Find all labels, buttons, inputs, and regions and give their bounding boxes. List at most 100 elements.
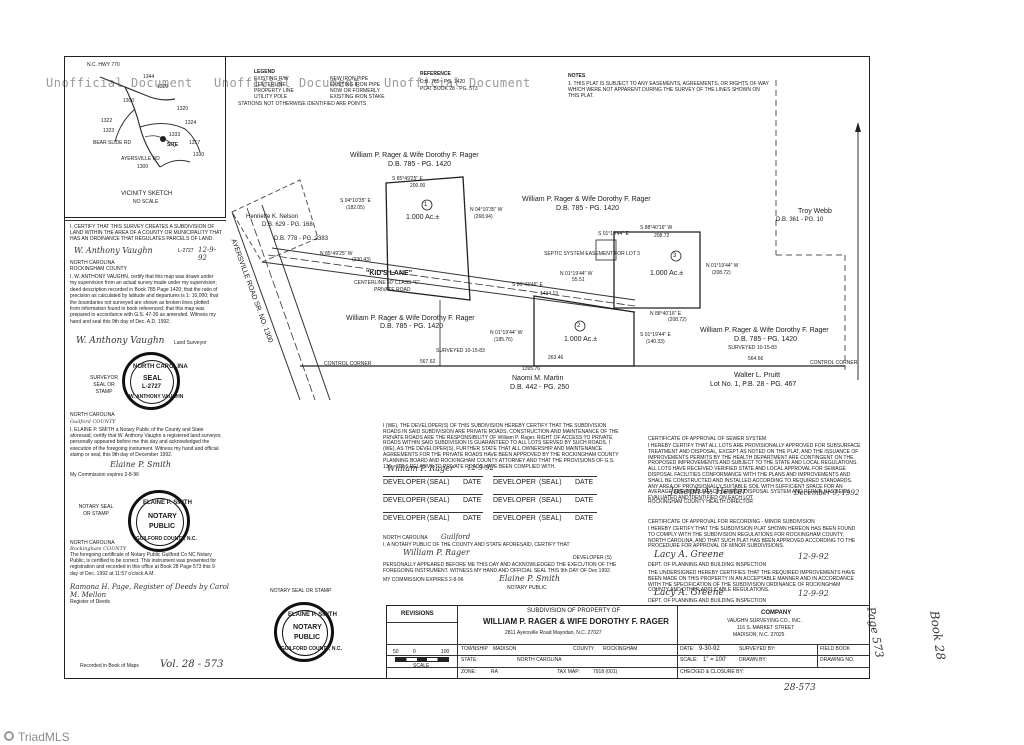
distance: 564.66 <box>748 356 764 362</box>
register-certificate: NORTH CAROLINA Rockingham COUNTY The for… <box>70 540 230 605</box>
seal-text: NOTARY <box>293 624 322 631</box>
logo-icon <box>4 731 14 741</box>
distance: (208.72) <box>712 270 731 276</box>
surveyed-label: SURVEYED BY: <box>739 646 776 652</box>
distance: (230.43) <box>352 257 371 263</box>
legend: LEGEND EXISTING R/W CENTERLINE PROPERTY … <box>238 70 388 110</box>
minor-sig-label: DEPT. OF PLANNING AND BUILDING INSPECTIO… <box>648 562 767 568</box>
distance: 567.62 <box>420 359 436 365</box>
surveyor-seal: NORTH CAROLINA SEAL L-2727 W. ANTHONY VA… <box>122 352 188 410</box>
row-label: (SEAL) <box>539 479 562 486</box>
row-label: DATE <box>575 479 594 486</box>
scale-bar: 50 0 100 SCALE <box>393 650 451 672</box>
minor-date2: 12-9-92 <box>798 589 829 598</box>
watermark: Unofficial Document <box>46 76 193 90</box>
distance: 208.72 <box>654 233 670 239</box>
owner-deed: D.B. 785 - PG. 1420 <box>556 205 620 212</box>
minor-subdivision-certificate: CERTIFICATE OF APPROVAL FOR RECORDING - … <box>648 519 862 604</box>
notary-state: NORTH CAROLINA <box>70 412 115 418</box>
developer-signature-rows: DEVELOPER (SEAL) DATE DEVELOPER (SEAL) D… <box>383 474 621 534</box>
bearing: S 04°10'35" E <box>340 198 371 204</box>
scale-value: 1" = 100' <box>703 657 727 663</box>
sewer-date: December 9, 1992 <box>794 489 860 497</box>
lot-number: 1 <box>424 202 428 208</box>
vicinity-map <box>99 76 201 168</box>
bearing: S 88°40'16" W <box>640 225 673 231</box>
owner-deed: D.B. 785 - PG. 1420 <box>388 161 452 168</box>
row-label: DEVELOPER <box>493 497 536 504</box>
developer-certificate: I (WE), THE DEVELOPER(S) OF THIS SUBDIVI… <box>383 423 621 473</box>
vicinity-label: 1323 <box>103 128 115 134</box>
state-value: NORTH CAROLINA <box>517 657 562 663</box>
notary-commission: My Commission expires 2-8-96 <box>70 472 139 479</box>
owner-label: William P. Rager & Wife Dorothy F. Rager <box>700 327 829 334</box>
bearing: N 01°19'44" W <box>706 263 739 269</box>
vicinity-label: 1324 <box>185 120 197 126</box>
notary2-sig-label: NOTARY PUBLIC <box>507 585 547 591</box>
legend-item: NOW OR FORMERLY <box>330 88 380 94</box>
row-label: DATE <box>463 497 482 504</box>
legend-item: NEW IRON PIPE <box>330 76 369 82</box>
row-label: DEVELOPER <box>493 479 536 486</box>
register-text: The foregoing certificate of Notary Publ… <box>70 552 217 577</box>
drawn-label: DRAWN BY: <box>739 657 767 663</box>
lot-area: 1.000 Ac.± <box>650 270 684 277</box>
company-name: VAUGHN SURVEYING CO., INC. <box>727 618 802 624</box>
notary-certificate: NORTH CAROLINA Guilford COUNTY I, ELAINE… <box>70 412 222 478</box>
notary-seal: ELAINE P. SMITH NOTARY PUBLIC GUILFORD C… <box>128 490 197 552</box>
sewer-signature: Joseph A. Hester <box>670 487 747 497</box>
lot-area: 1.000 Ac.± <box>406 214 440 221</box>
lot-number: 3 <box>673 253 677 259</box>
notary2-county: Guilford <box>441 533 471 541</box>
row-label: (SEAL) <box>427 497 450 504</box>
legend-title: LEGEND <box>254 69 275 75</box>
vicinity-label: 1344 <box>143 74 155 80</box>
notary2-text2: PERSONALLY APPEARED BEFORE ME THIS DAY A… <box>383 562 617 574</box>
sewer-text: I HEREBY CERTIFY THAT ALL LOTS ARE PROVI… <box>648 443 861 502</box>
surveyor-signature: W. Anthony Vaughn <box>76 336 165 346</box>
pruitt-deed: Lot No. 1, P.B. 28 - PG. 467 <box>710 381 797 388</box>
seal-text: L-2727 <box>142 384 162 390</box>
seal-text: GUILFORD COUNTY, N.C. <box>281 646 342 652</box>
lane-desc: PRIVATE ROAD <box>374 287 411 293</box>
sewer-certificate: CERTIFICATE OF APPROVAL OF SEWER SYSTEM … <box>648 436 862 505</box>
martin-name: Naomi M. Martin <box>512 375 564 382</box>
notary2-devlabel: DEVELOPER (S) <box>573 555 612 561</box>
bearing: N 04°10'35" W <box>470 207 503 213</box>
watermark: Unofficial Document <box>214 76 361 90</box>
register-sig-label: Register of Deeds <box>70 598 111 605</box>
reference-line: PLAT BOOK 28 - PG. 573 <box>420 86 478 92</box>
notary-body: I, ELAINE P. SMITH a Notary Public of th… <box>70 427 222 458</box>
distance: (185.76) <box>494 337 513 343</box>
notary2-signature: Elaine P. Smith <box>499 574 560 583</box>
minor-title: CERTIFICATE OF APPROVAL FOR RECORDING - … <box>648 519 815 525</box>
seal-text: NOTARY <box>148 513 177 520</box>
row-label: (SEAL) <box>427 515 450 522</box>
vicinity-label: 1329 <box>157 84 169 90</box>
row-label: (SEAL) <box>539 497 562 504</box>
seal-text: SEAL <box>143 375 162 382</box>
notes-title: NOTES <box>568 73 586 79</box>
vicinity-title: VICINITY SKETCH <box>121 191 173 197</box>
developer-date: 12-9-92 <box>467 464 494 472</box>
lane-desc: CENTERLINE 50' CLASS "C" <box>354 280 420 286</box>
company-address: 116 S. MARKET STREET <box>737 625 795 631</box>
nelson-deed: D.B. 629 - PG. 168 <box>262 222 313 228</box>
vicinity-label: 1320 <box>177 106 189 112</box>
row-label: DATE <box>575 515 594 522</box>
row-label: DATE <box>463 479 482 486</box>
vicinity-label: 1317 <box>189 140 201 146</box>
recorded-book: Vol. 28 - 573 <box>160 659 224 670</box>
date-value: 9-30-92 <box>699 646 720 652</box>
sewer-title: CERTIFICATE OF APPROVAL OF SEWER SYSTEM <box>648 436 767 442</box>
margin-bottom-note: 28-573 <box>784 683 816 693</box>
seal-text: NORTH CAROLINA <box>133 364 188 370</box>
scale-tick: 100 <box>441 649 450 655</box>
register-county: Rockingham COUNTY <box>70 546 127 552</box>
owner-deed: D.B. 785 - PG. 1420 <box>380 323 444 330</box>
lot-number: 2 <box>577 323 581 329</box>
scale-tick: 0 <box>413 649 416 655</box>
notes-line: WHICH WERE NOT APPARENT DURING THE SURVE… <box>568 87 760 93</box>
owner-label: William P. Rager & Wife Dorothy F. Rager <box>522 196 651 203</box>
